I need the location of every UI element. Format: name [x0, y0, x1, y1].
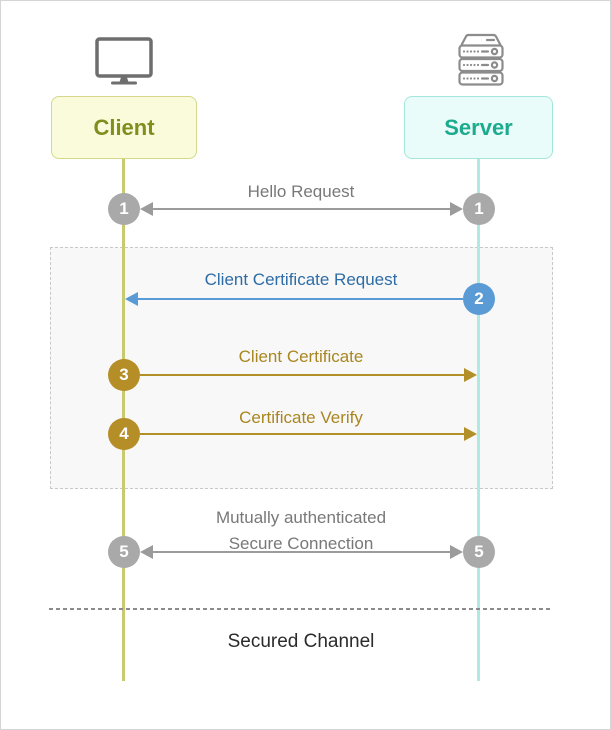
- arrow-secure-connection: [140, 545, 463, 559]
- secured-channel-label: Secured Channel: [227, 631, 375, 652]
- arrow-hello-request: [140, 202, 463, 216]
- message-label-secure-connection-line1: Mutually authenticated: [215, 508, 387, 527]
- step-badge-5-server: 5: [463, 536, 495, 568]
- message-label-client-certificate: Client Certificate: [238, 347, 364, 366]
- message-label-client-certificate-request: Client Certificate Request: [204, 270, 398, 289]
- step-badge-2-server: 2: [463, 283, 495, 315]
- arrow-certificate-verify: [140, 427, 477, 441]
- step-badge-5-client: 5: [108, 536, 140, 568]
- actor-label-server: Server: [444, 114, 513, 140]
- step-badge-4-client: 4: [108, 418, 140, 450]
- server-icon: [458, 33, 504, 86]
- step-badge-1-client: 1: [108, 193, 140, 225]
- actor-label-client: Client: [93, 114, 155, 140]
- message-label-secure-connection: Mutually authenticated Secure Connection: [101, 505, 501, 557]
- step-badge-3-client: 3: [108, 359, 140, 391]
- actor-box-client: Client: [51, 96, 197, 159]
- server-lifeline: [477, 159, 480, 681]
- monitor-icon: [95, 37, 153, 85]
- step-badge-1-server: 1: [463, 193, 495, 225]
- message-label-secure-connection-line2: Secure Connection: [228, 534, 374, 553]
- secured-channel-divider: [49, 608, 553, 610]
- message-label-certificate-verify: Certificate Verify: [239, 408, 363, 427]
- arrow-client-certificate-request: [125, 292, 463, 306]
- message-label-hello-request: Hello Request: [247, 182, 355, 201]
- actor-box-server: Server: [404, 96, 553, 159]
- arrow-client-certificate: [140, 368, 477, 382]
